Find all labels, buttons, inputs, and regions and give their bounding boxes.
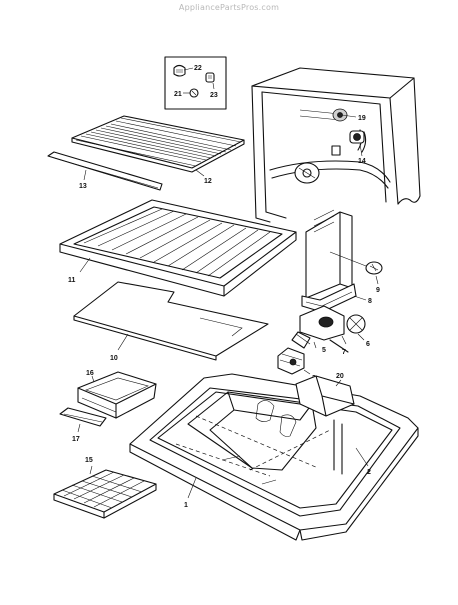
ice-cube-tray bbox=[53, 469, 157, 519]
ice-tray bbox=[77, 371, 157, 419]
callout-19: 19 bbox=[358, 115, 366, 122]
freezer-liner bbox=[129, 373, 419, 541]
evaporator-cover bbox=[301, 209, 357, 313]
callout-7: 7 bbox=[342, 349, 346, 356]
crisper-cover-panel bbox=[73, 281, 269, 361]
callout-23: 23 bbox=[210, 92, 218, 99]
cabinet-corner: 19 14 bbox=[251, 67, 421, 223]
light-parts-inset: 22 21 23 bbox=[164, 56, 227, 110]
wire-shelf bbox=[71, 115, 245, 173]
callout-21: 21 bbox=[174, 91, 182, 98]
callout-1: 1 bbox=[184, 502, 188, 509]
callout-22: 22 bbox=[194, 65, 202, 72]
callout-20: 20 bbox=[336, 373, 344, 380]
watermark: AppliancePartsPros.com bbox=[178, 3, 280, 12]
callout-17: 17 bbox=[72, 436, 80, 443]
light-switch-part bbox=[205, 72, 215, 83]
callout-6: 6 bbox=[366, 341, 370, 348]
callout-11: 11 bbox=[68, 277, 76, 284]
callout-9: 9 bbox=[376, 287, 380, 294]
fan-motor-assembly bbox=[291, 305, 366, 353]
callout-15: 15 bbox=[85, 457, 93, 464]
callout-10: 10 bbox=[110, 355, 118, 362]
evaporator-screw bbox=[329, 251, 383, 275]
drain-trough bbox=[295, 375, 355, 417]
callout-12: 12 bbox=[204, 178, 212, 185]
light-bulb-part bbox=[189, 88, 199, 98]
callout-8: 8 bbox=[368, 298, 372, 305]
light-housing bbox=[294, 162, 320, 184]
fan-motor bbox=[277, 347, 305, 375]
callout-5: 5 bbox=[322, 347, 326, 354]
callout-13: 13 bbox=[79, 183, 87, 190]
callout-2: 2 bbox=[367, 469, 371, 476]
thermostat-knob bbox=[349, 130, 365, 144]
ice-tray-rail bbox=[59, 407, 107, 427]
damper-control bbox=[332, 108, 348, 122]
crisper-shelf bbox=[59, 199, 297, 297]
callout-16: 16 bbox=[86, 370, 94, 377]
shelf-front-bracket bbox=[47, 151, 163, 191]
light-socket-part bbox=[173, 64, 186, 77]
callout-14: 14 bbox=[358, 158, 366, 165]
